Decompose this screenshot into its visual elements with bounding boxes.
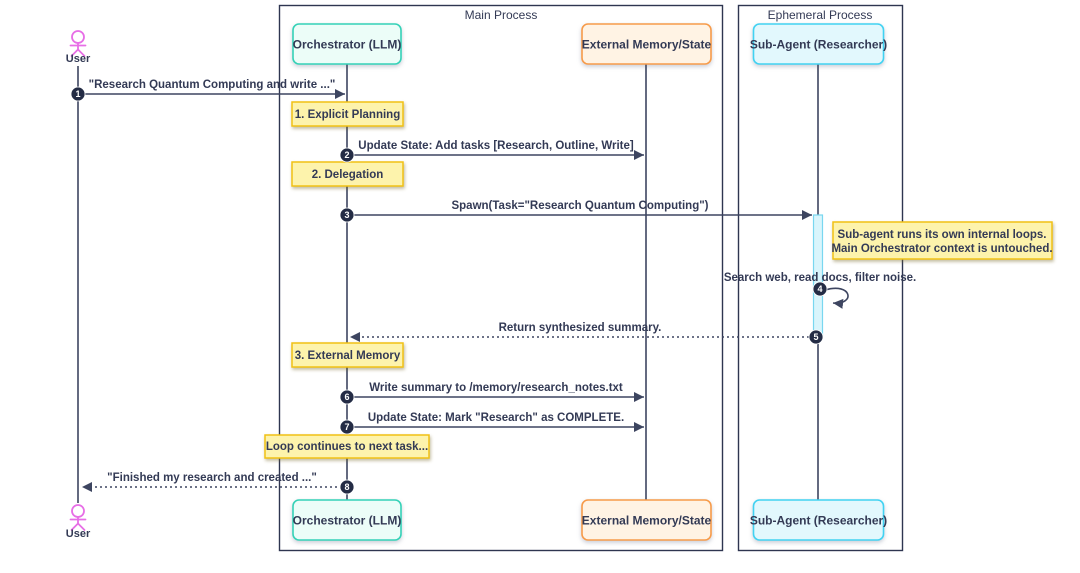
note-subagent-loops bbox=[832, 221, 1053, 260]
user-actor-bottom-icon bbox=[69, 504, 87, 531]
svg-text:5: 5 bbox=[813, 332, 818, 342]
svg-text:8: 8 bbox=[344, 482, 349, 492]
message-7-badge: 7 bbox=[339, 419, 355, 435]
note-explicit-planning bbox=[291, 101, 404, 127]
group-ephemeral-process-label: Ephemeral Process bbox=[768, 8, 873, 22]
svg-text:7: 7 bbox=[344, 422, 349, 432]
participant-orchestrator-bottom bbox=[292, 499, 402, 541]
message-4-self-loop-arrow bbox=[824, 287, 849, 309]
message-8-badge: 8 bbox=[339, 479, 355, 495]
participant-subagent-bottom bbox=[752, 499, 885, 541]
user-actor-icon bbox=[69, 30, 87, 57]
note-subagent-loops-line2: Main Orchestrator context is untouched. bbox=[831, 243, 1052, 255]
svg-text:6: 6 bbox=[344, 392, 349, 402]
user-actor-top-label: User bbox=[66, 53, 91, 65]
svg-text:4: 4 bbox=[817, 284, 822, 294]
user-actor-bottom-label: User bbox=[66, 528, 91, 540]
group-main-process-frame bbox=[278, 4, 724, 552]
message-1-badge: 1 bbox=[70, 86, 86, 102]
message-5-label: Return synthesized summary. bbox=[499, 322, 662, 334]
note-loop-continues bbox=[264, 434, 430, 459]
message-8-label: "Finished my research and created ..." bbox=[107, 472, 317, 484]
participant-memory-bottom bbox=[581, 499, 712, 541]
message-1-label: "Research Quantum Computing and write ..… bbox=[89, 79, 336, 91]
participant-subagent-top bbox=[752, 23, 885, 65]
note-external-memory bbox=[291, 342, 404, 368]
participant-subagent-top-label: Sub-Agent (Researcher) bbox=[750, 38, 887, 52]
note-explicit-planning-label: 1. Explicit Planning bbox=[295, 109, 400, 121]
message-6-badge: 6 bbox=[339, 389, 355, 405]
note-loop-continues-label: Loop continues to next task... bbox=[266, 441, 428, 453]
message-7-label: Update State: Mark "Research" as COMPLET… bbox=[368, 412, 624, 424]
participant-orchestrator-bottom-label: Orchestrator (LLM) bbox=[293, 514, 402, 528]
participant-orchestrator-top bbox=[292, 23, 402, 65]
note-external-memory-label: 3. External Memory bbox=[295, 350, 401, 362]
participant-orchestrator-top-label: Orchestrator (LLM) bbox=[293, 38, 402, 52]
message-4-label: Search web, read docs, filter noise. bbox=[724, 272, 916, 284]
message-3-badge: 3 bbox=[339, 207, 355, 223]
group-main-process-label: Main Process bbox=[465, 8, 538, 22]
svg-text:1: 1 bbox=[75, 89, 80, 99]
message-4-badge: 4 bbox=[812, 281, 828, 297]
note-subagent-loops-line1: Sub-agent runs its own internal loops. bbox=[838, 229, 1047, 241]
message-6-label: Write summary to /memory/research_notes.… bbox=[369, 382, 623, 394]
message-3-label: Spawn(Task="Research Quantum Computing") bbox=[451, 200, 708, 212]
participant-memory-top-label: External Memory/State bbox=[582, 38, 712, 52]
note-delegation-label: 2. Delegation bbox=[312, 169, 384, 181]
participant-memory-top bbox=[581, 23, 712, 65]
group-ephemeral-process-frame bbox=[737, 4, 904, 552]
message-5-badge: 5 bbox=[808, 329, 824, 345]
participant-memory-bottom-label: External Memory/State bbox=[582, 514, 712, 528]
message-2-label: Update State: Add tasks [Research, Outli… bbox=[358, 140, 634, 152]
message-2-badge: 2 bbox=[339, 147, 355, 163]
svg-text:3: 3 bbox=[344, 210, 349, 220]
participant-subagent-bottom-label: Sub-Agent (Researcher) bbox=[750, 514, 887, 528]
svg-text:2: 2 bbox=[344, 150, 349, 160]
